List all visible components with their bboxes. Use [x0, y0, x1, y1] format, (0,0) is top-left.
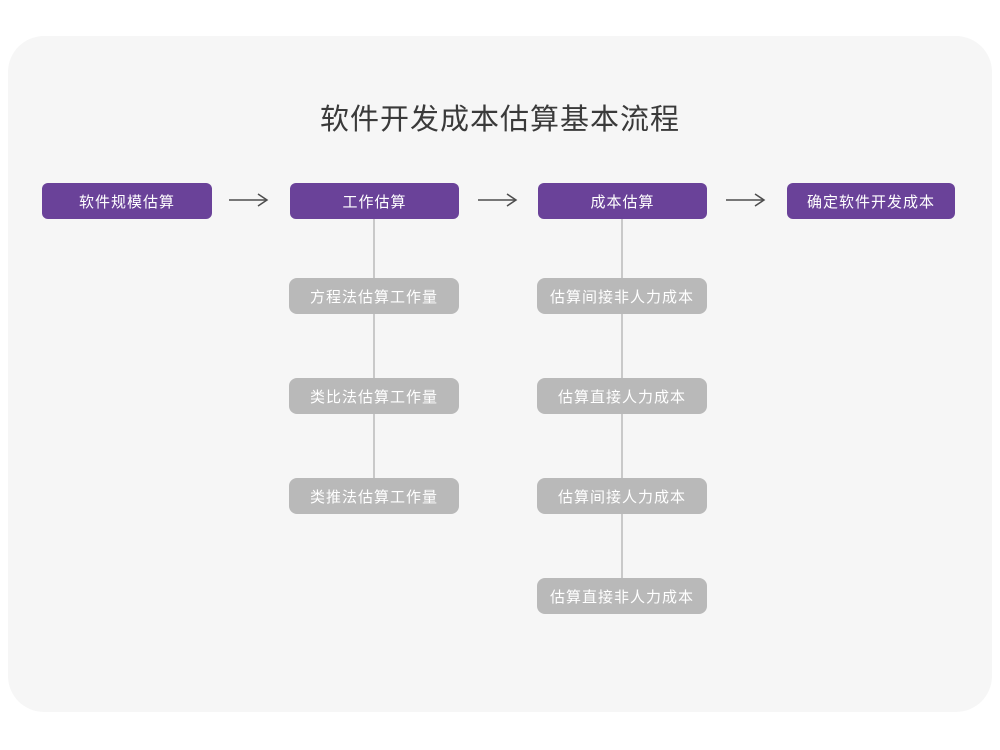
arrow-right-icon: [228, 192, 270, 208]
sub-node-extrapolation-method-workload: 类推法估算工作量: [289, 478, 459, 514]
flow-node-cost-estimation: 成本估算: [538, 183, 707, 219]
flow-node-label: 软件规模估算: [78, 192, 175, 211]
sub-node-label: 方程法估算工作量: [309, 287, 438, 306]
flow-node-label: 工作估算: [342, 192, 407, 211]
sub-node-label: 类推法估算工作量: [309, 487, 438, 506]
sub-node-label: 估算直接人力成本: [557, 387, 686, 406]
sub-node-label: 类比法估算工作量: [309, 387, 438, 406]
flowchart-canvas: [8, 36, 992, 712]
sub-node-analogy-method-workload: 类比法估算工作量: [289, 378, 459, 414]
flow-node-label: 成本估算: [590, 192, 655, 211]
arrow-right-icon: [725, 192, 767, 208]
sub-node-direct-labor-cost: 估算直接人力成本: [537, 378, 707, 414]
sub-node-indirect-labor-cost: 估算间接人力成本: [537, 478, 707, 514]
sub-node-label: 估算间接人力成本: [557, 487, 686, 506]
sub-node-direct-non-labor-cost: 估算直接非人力成本: [537, 578, 707, 614]
sub-node-label: 估算直接非人力成本: [549, 587, 694, 606]
sub-node-equation-method-workload: 方程法估算工作量: [289, 278, 459, 314]
sub-node-label: 估算间接非人力成本: [549, 287, 694, 306]
sub-node-indirect-non-labor-cost: 估算间接非人力成本: [537, 278, 707, 314]
arrow-right-icon: [477, 192, 519, 208]
work-branch-connector-line: [373, 218, 375, 496]
flow-node-work-estimation: 工作估算: [290, 183, 459, 219]
flow-node-software-scale-estimation: 软件规模估算: [42, 183, 212, 219]
page-title: 软件开发成本估算基本流程: [319, 102, 680, 136]
flow-node-determine-development-cost: 确定软件开发成本: [787, 183, 955, 219]
flow-node-label: 确定软件开发成本: [806, 192, 935, 211]
